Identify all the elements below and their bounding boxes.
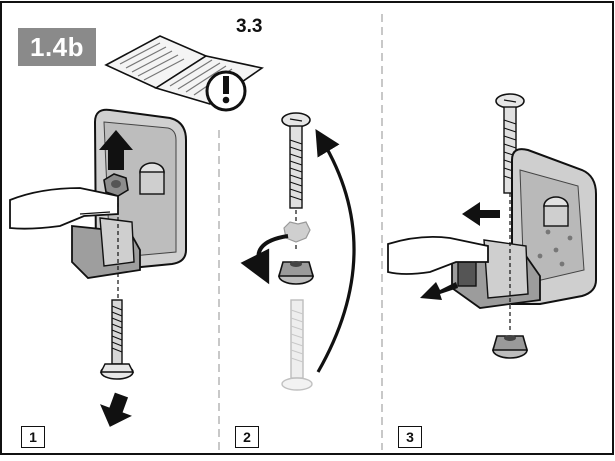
warning-exclamation-icon	[205, 70, 247, 112]
step-number-3: 3	[398, 426, 422, 448]
curved-arrow-icon	[315, 129, 356, 373]
step-number-1: 1	[21, 426, 45, 448]
arrow-left-icon	[420, 202, 500, 300]
arrow-down-icon	[100, 392, 132, 427]
step-number-2: 2	[235, 426, 259, 448]
manual-reference-label: 3.3	[236, 16, 263, 37]
step3-illustration	[387, 93, 597, 359]
rotate-arrow-icon	[240, 234, 289, 285]
section-badge: 1.4b	[18, 28, 96, 66]
step1-illustration	[9, 108, 187, 427]
step2-illustration	[240, 112, 356, 391]
arrow-up-icon	[99, 130, 133, 170]
